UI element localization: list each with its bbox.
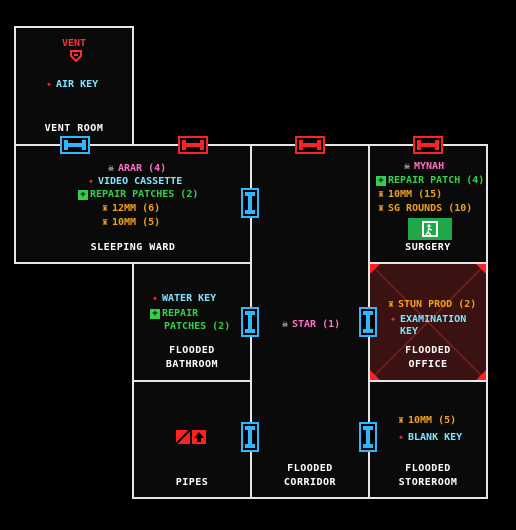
- item-examination-key-line2: KEY: [400, 326, 419, 337]
- item-repair-patch[interactable]: +REPAIR PATCH (4): [376, 174, 484, 187]
- open-door-icon[interactable]: [359, 422, 377, 452]
- item-star[interactable]: ☠STAR (1): [281, 319, 341, 330]
- red-star-key-icon: ✦: [151, 293, 159, 304]
- green-plus-icon: +: [78, 190, 88, 200]
- red-star-key-icon: ✦: [389, 314, 397, 325]
- open-door-icon[interactable]: [60, 136, 90, 154]
- bullet-icon: ♜: [101, 217, 109, 228]
- item-video-cassette[interactable]: ✦VIDEO CASSETTE: [87, 176, 183, 187]
- room-surgery[interactable]: ☠MYNAH +REPAIR PATCH (4) ♜10MM (15) ♜SG …: [368, 144, 488, 264]
- red-star-key-icon: ✦: [45, 79, 53, 90]
- room-label-flooded-bathroom-2: BATHROOM: [165, 359, 219, 370]
- bullet-icon: ♜: [101, 203, 109, 214]
- skull-icon: ☠: [281, 319, 289, 330]
- room-sleeping-ward[interactable]: ☠ARAR (4) ✦VIDEO CASSETTE +REPAIR PATCHE…: [14, 144, 252, 264]
- open-door-icon[interactable]: [359, 307, 377, 337]
- item-10mm[interactable]: ♜10MM (5): [101, 217, 161, 228]
- item-10mm-surgery[interactable]: ♜10MM (15): [377, 189, 443, 200]
- bullet-icon: ♜: [377, 189, 385, 200]
- locked-door-icon[interactable]: [413, 136, 443, 154]
- item-blank-key[interactable]: ✦BLANK KEY: [397, 432, 463, 443]
- room-label-flooded-corridor-2: CORRIDOR: [283, 477, 337, 488]
- room-flooded-bathroom[interactable]: ✦WATER KEY +REPAIR PATCHES (2) FLOODED B…: [132, 262, 252, 382]
- item-repair-patches-bathroom-line2: PATCHES (2): [164, 321, 231, 332]
- item-air-key[interactable]: ✦AIR KEY: [45, 79, 99, 90]
- item-10mm-storeroom[interactable]: ♜10MM (5): [397, 415, 457, 426]
- green-plus-icon: +: [376, 176, 386, 186]
- room-flooded-corridor[interactable]: ☠STAR (1) FLOODED CORRIDOR: [250, 144, 370, 499]
- item-sg-rounds[interactable]: ♜SG ROUNDS (10): [377, 203, 473, 214]
- item-mynah[interactable]: ☠MYNAH: [403, 161, 445, 172]
- room-flooded-office[interactable]: ♜STUN PROD (2) ✦EXAMINATION KEY FLOODED …: [368, 262, 488, 382]
- room-label-pipes: PIPES: [175, 477, 209, 488]
- room-label-sleeping-ward: SLEEPING WARD: [90, 242, 176, 253]
- item-repair-patches-bathroom[interactable]: +REPAIR: [150, 307, 198, 320]
- item-12mm[interactable]: ♜12MM (6): [101, 203, 161, 214]
- red-star-key-icon: ✦: [87, 176, 95, 187]
- open-door-icon[interactable]: [241, 307, 259, 337]
- room-label-flooded-corridor-1: FLOODED: [287, 463, 333, 474]
- item-water-key[interactable]: ✦WATER KEY: [151, 293, 217, 304]
- room-label-flooded-office-2: OFFICE: [408, 359, 448, 370]
- room-label-flooded-storeroom-1: FLOODED: [405, 463, 451, 474]
- room-label-flooded-storeroom-2: STOREROOM: [398, 477, 458, 488]
- bullet-icon: ♜: [397, 415, 405, 426]
- room-label-flooded-office-1: FLOODED: [405, 345, 451, 356]
- office-cross-hatch: [370, 264, 486, 380]
- pipes-hazard-icon: [176, 430, 206, 445]
- room-flooded-storeroom[interactable]: ♜10MM (5) ✦BLANK KEY FLOODED STOREROOM: [368, 380, 488, 499]
- skull-icon: ☠: [403, 161, 411, 172]
- item-repair-patches[interactable]: +REPAIR PATCHES (2): [78, 188, 198, 201]
- room-label-vent-room: VENT ROOM: [44, 123, 104, 134]
- exit-sign-icon[interactable]: [408, 218, 452, 240]
- room-label-surgery: SURGERY: [405, 242, 451, 253]
- red-star-key-icon: ✦: [397, 432, 405, 443]
- room-pipes[interactable]: PIPES: [132, 380, 252, 499]
- room-vent-room[interactable]: VENT ✦AIR KEY VENT ROOM: [14, 26, 134, 146]
- item-examination-key[interactable]: ✦EXAMINATION: [389, 314, 467, 325]
- item-arar[interactable]: ☠ARAR (4): [107, 163, 167, 174]
- locked-door-icon[interactable]: [178, 136, 208, 154]
- room-label-flooded-bathroom-1: FLOODED: [169, 345, 215, 356]
- locked-door-icon[interactable]: [295, 136, 325, 154]
- open-door-icon[interactable]: [241, 422, 259, 452]
- vent-label: VENT: [61, 38, 87, 49]
- skull-icon: ☠: [107, 163, 115, 174]
- open-door-icon[interactable]: [241, 188, 259, 218]
- item-stun-prod[interactable]: ♜STUN PROD (2): [387, 299, 477, 310]
- bullet-icon: ♜: [387, 299, 395, 310]
- vent-shield-icon: [70, 50, 82, 62]
- bullet-icon: ♜: [377, 203, 385, 214]
- green-plus-icon: +: [150, 309, 160, 319]
